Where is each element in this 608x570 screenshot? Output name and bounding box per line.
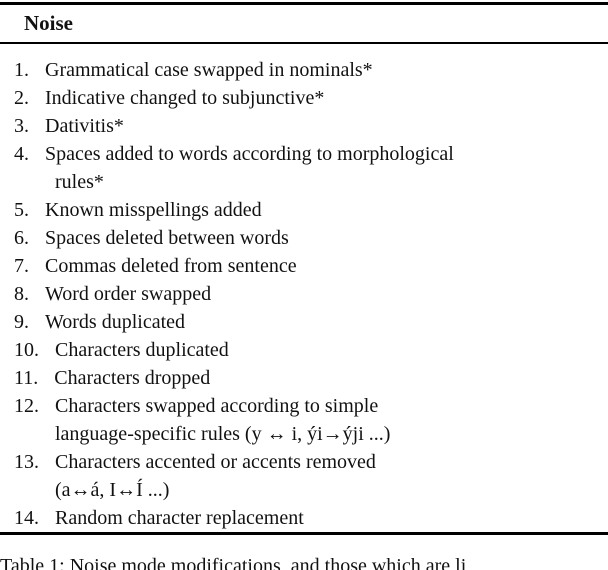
item-first-line: 1. Grammatical case swapped in nominals* (14, 56, 590, 84)
item-first-line: 7. Commas deleted from sentence (14, 252, 590, 280)
item-number: 10. (14, 339, 39, 361)
item-first-line: 13. Characters accented or accents remove… (14, 448, 590, 476)
noise-list-item: 1. Grammatical case swapped in nominals* (14, 56, 590, 84)
item-first-line: 9. Words duplicated (14, 308, 590, 336)
item-first-line: 6. Spaces deleted between words (14, 224, 590, 252)
item-first-line: 12. Characters swapped according to simpl… (14, 392, 590, 420)
item-first-line: 11. Characters dropped (14, 364, 590, 392)
item-number: 2. (14, 87, 29, 109)
item-number: 5. (14, 199, 29, 221)
table-header: Noise (24, 11, 73, 35)
item-number: 6. (14, 227, 29, 249)
noise-list-item: 6. Spaces deleted between words (14, 224, 590, 252)
noise-list-item: 13. Characters accented or accents remove… (14, 448, 590, 504)
item-number: 14. (14, 507, 39, 529)
item-text: Spaces deleted between words (45, 227, 289, 249)
table-caption: Table 1: Noise mode modifications, and t… (0, 555, 467, 570)
item-text: Known misspellings added (45, 199, 262, 221)
noise-list-item: 12. Characters swapped according to simpl… (14, 392, 590, 448)
item-first-line: 14. Random character replacement (14, 504, 590, 532)
noise-list-item: 8. Word order swapped (14, 280, 590, 308)
noise-list-item: 10. Characters duplicated (14, 336, 590, 364)
item-first-line: 8. Word order swapped (14, 280, 590, 308)
item-text: Characters dropped (54, 367, 211, 389)
item-number: 12. (14, 395, 39, 417)
item-text: Characters swapped according to simple (55, 395, 379, 417)
item-text-continuation: language-specific rules (y ↔ i, ýi→ýji .… (55, 423, 391, 445)
item-number: 9. (14, 311, 29, 333)
noise-list-item: 3. Dativitis* (14, 112, 590, 140)
item-text: Spaces added to words according to morph… (45, 143, 454, 165)
noise-list: 1.Grammatical case swapped in nominals* … (0, 44, 608, 532)
table-bottom-rule (0, 532, 608, 535)
noise-list-item: 5. Known misspellings added (14, 196, 590, 224)
item-text: Characters duplicated (55, 339, 229, 361)
noise-list-item: 11. Characters dropped (14, 364, 590, 392)
item-number: 3. (14, 115, 29, 137)
item-number: 4. (14, 143, 29, 165)
item-first-line: 2. Indicative changed to subjunctive* (14, 84, 590, 112)
noise-list-item: 7. Commas deleted from sentence (14, 252, 590, 280)
noise-list-item: 4. Spaces added to words according to mor… (14, 140, 590, 196)
item-first-line: 5. Known misspellings added (14, 196, 590, 224)
noise-list-item: 2. Indicative changed to subjunctive* (14, 84, 590, 112)
item-number: 13. (14, 451, 39, 473)
item-text: Commas deleted from sentence (45, 255, 297, 277)
item-text: Words duplicated (45, 311, 186, 333)
item-text: Dativitis* (45, 115, 124, 137)
item-number: 11. (14, 367, 39, 389)
item-text: Grammatical case swapped in nominals* (45, 59, 373, 81)
item-text-continuation: rules* (55, 171, 104, 193)
item-text-continuation: (a↔á, I↔Í ...) (55, 479, 170, 501)
item-first-line: 10. Characters duplicated (14, 336, 590, 364)
item-first-line: 4. Spaces added to words according to mor… (14, 140, 590, 168)
item-text: Random character replacement (55, 507, 304, 529)
noise-list-item: 9. Words duplicated (14, 308, 590, 336)
item-first-line: 3. Dativitis* (14, 112, 590, 140)
noise-list-item: 14. Random character replacement (14, 504, 590, 532)
item-number: 8. (14, 283, 29, 305)
item-number: 1. (14, 59, 29, 81)
item-text: Indicative changed to subjunctive* (45, 87, 325, 109)
item-text: Word order swapped (45, 283, 212, 305)
item-number: 7. (14, 255, 29, 277)
item-text: Characters accented or accents removed (55, 451, 376, 473)
table-top-rule (0, 2, 608, 5)
table-header-rule (0, 42, 608, 44)
